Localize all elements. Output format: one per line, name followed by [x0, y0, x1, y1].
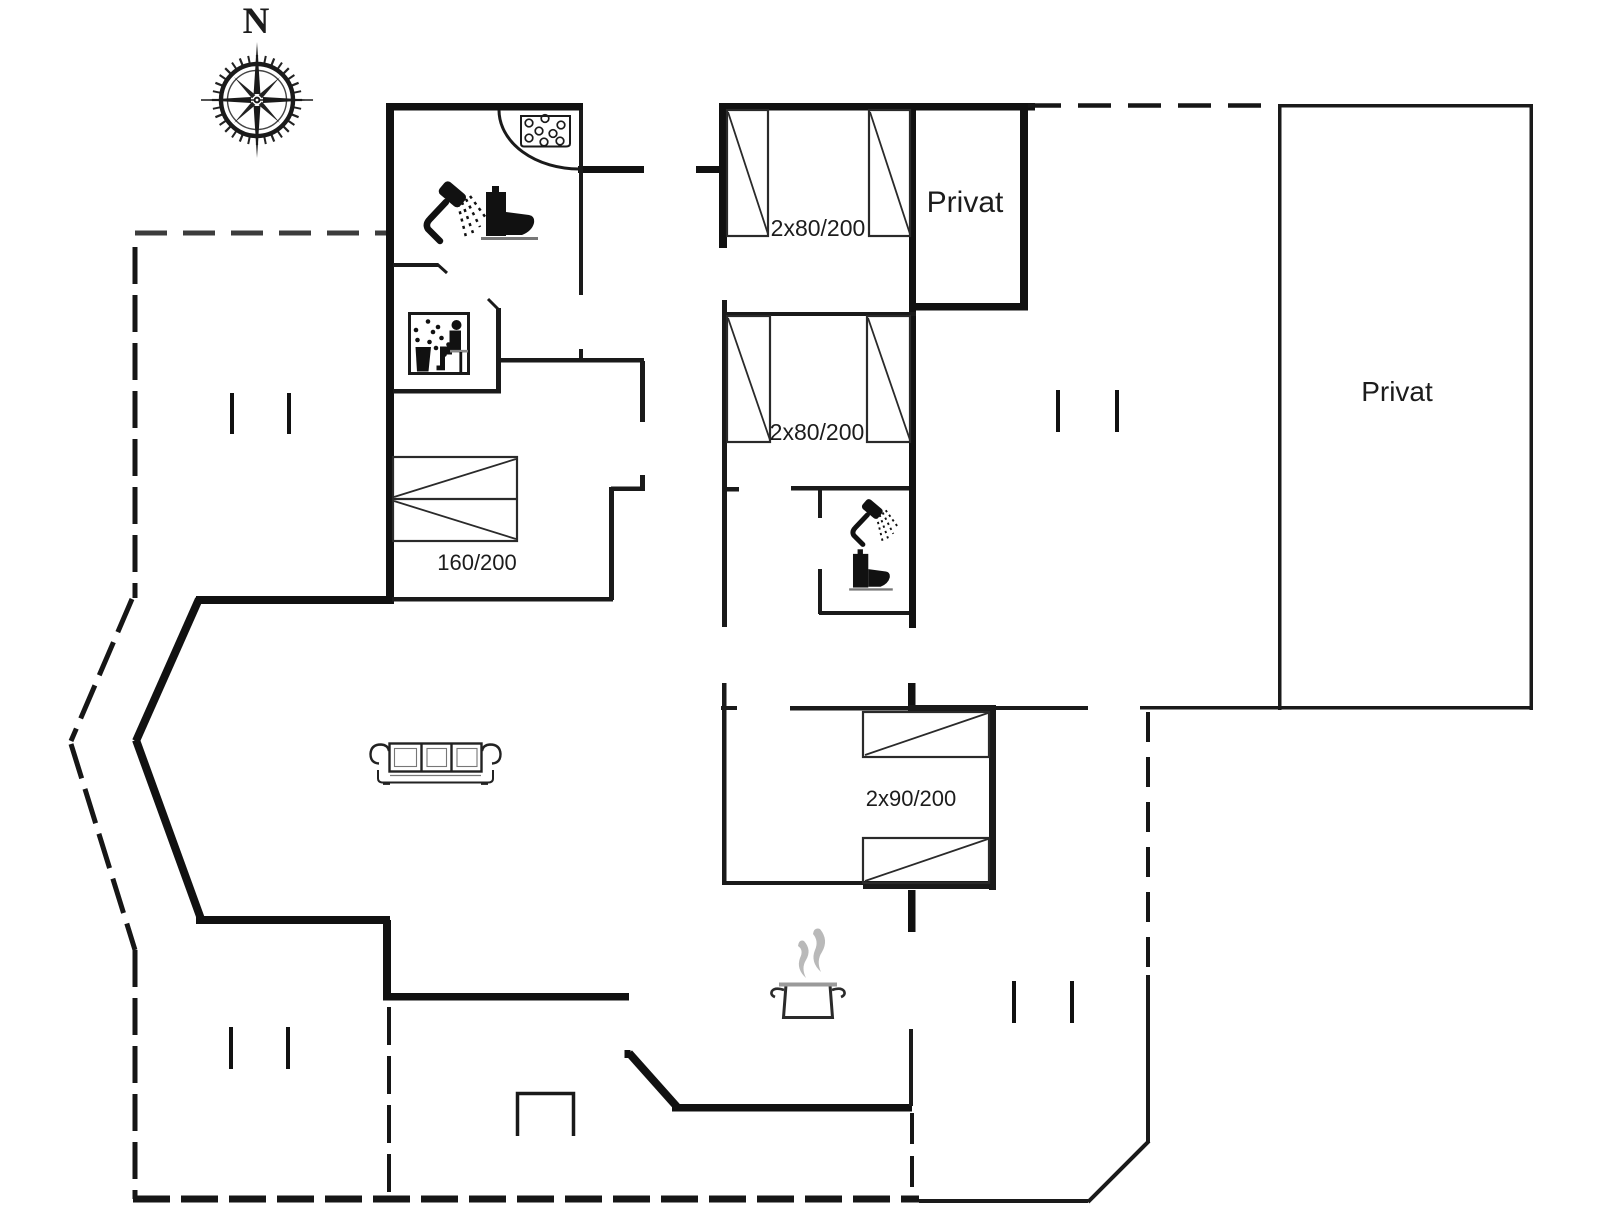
svg-text:Privat: Privat	[1361, 376, 1433, 407]
svg-text:Privat: Privat	[927, 186, 1004, 219]
svg-text:160/200: 160/200	[437, 550, 517, 575]
svg-text:2x80/200: 2x80/200	[771, 215, 866, 241]
svg-text:N: N	[243, 1, 270, 42]
svg-text:2x80/200: 2x80/200	[770, 419, 865, 445]
svg-text:2x90/200: 2x90/200	[866, 786, 957, 811]
